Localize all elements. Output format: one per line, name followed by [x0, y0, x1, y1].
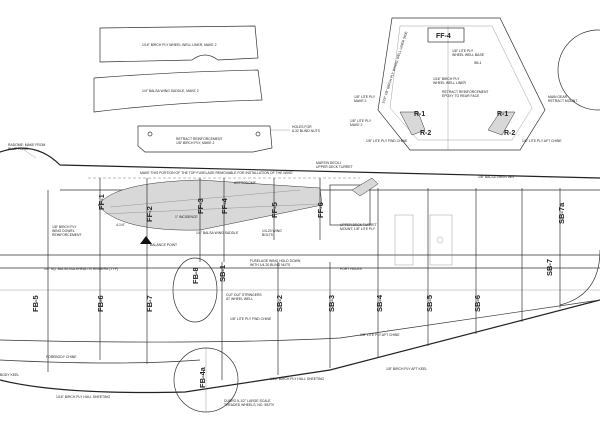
svg-text:FB-8: FB-8 — [191, 267, 200, 284]
svg-text:1/16" 1/8" BIRCH PLY WHEEL WEL: 1/16" 1/8" BIRCH PLY WHEEL WELL LINER SI… — [381, 30, 408, 104]
svg-text:FB-6: FB-6 — [96, 295, 105, 312]
svg-text:1/8" LITE PLY AFT CHINE: 1/8" LITE PLY AFT CHINE — [360, 333, 400, 337]
svg-text:ASTRODOME: ASTRODOME — [234, 181, 257, 185]
svg-text:R-2: R-2 — [420, 130, 431, 137]
bulkheads — [47, 178, 561, 380]
svg-text:FF-2: FF-2 — [145, 206, 154, 222]
svg-text:1" INCIDENCE: 1" INCIDENCE — [175, 215, 198, 219]
svg-text:1/4" SQ. BALSA BULKHEAD STRING: 1/4" SQ. BALSA BULKHEAD STRINGERS (TYP) — [44, 267, 118, 271]
svg-text:SB-6: SB-6 — [473, 295, 482, 312]
svg-text:BODY KEEL: BODY KEEL — [0, 373, 19, 377]
svg-text:FF-3: FF-3 — [196, 198, 205, 214]
svg-text:FB-7: FB-7 — [145, 295, 154, 312]
svg-text:SB-5: SB-5 — [425, 295, 434, 312]
svg-text:1/16" BIRCH PLY WHEEL WELL LIN: 1/16" BIRCH PLY WHEEL WELL LINER, MAKE 2 — [142, 43, 217, 47]
svg-text:1/4" BALSA WING SADDLE, MAKE 2: 1/4" BALSA WING SADDLE, MAKE 2 — [142, 89, 199, 93]
svg-text:PORT HOLES: PORT HOLES — [340, 267, 362, 271]
wing-saddle-part: 1/4" BALSA WING SADDLE, MAKE 2 — [93, 69, 263, 113]
station-labels-top: FF-1 FF-2 FF-3 FF-4 FF-5 FF-6 — [97, 194, 325, 222]
svg-text:FF-4: FF-4 — [436, 33, 451, 40]
wing-saddle-airfoil — [97, 179, 323, 231]
svg-text:SB-1: SB-1 — [474, 61, 482, 65]
svg-text:SB-7a: SB-7a — [557, 202, 566, 224]
svg-text:FF-1: FF-1 — [97, 194, 106, 210]
svg-text:4-1/4": 4-1/4" — [116, 223, 126, 227]
turret-area — [329, 177, 453, 266]
svg-text:1/16" BIRCH PLY HULL SHEETING: 1/16" BIRCH PLY HULL SHEETING — [270, 377, 324, 381]
svg-text:1/8" LITE PLY FWD CHINE: 1/8" LITE PLY FWD CHINE — [230, 317, 272, 321]
svg-text:FB-5: FB-5 — [31, 295, 40, 312]
svg-text:FB-4a: FB-4a — [198, 366, 207, 388]
svg-text:1/4" BALSA WING SADDLE: 1/4" BALSA WING SADDLE — [196, 231, 239, 235]
svg-text:BALANCE POINT: BALANCE POINT — [150, 243, 177, 247]
svg-text:R-2: R-2 — [504, 130, 515, 137]
svg-text:SB-7: SB-7 — [545, 259, 554, 276]
svg-text:MAKE THIS PORTION OF THE TOP F: MAKE THIS PORTION OF THE TOP FUSELAGE RE… — [140, 171, 293, 175]
svg-text:SB-2: SB-2 — [275, 295, 284, 312]
svg-text:FF-4: FF-4 — [220, 197, 229, 214]
svg-text:FF-6: FF-6 — [316, 202, 325, 218]
svg-text:FOREBODY CHINE: FOREBODY CHINE — [46, 355, 77, 359]
wheel-well-liner-part: 1/16" BIRCH PLY WHEEL WELL LINER, MAKE 2 — [99, 25, 259, 63]
svg-text:SB-1: SB-1 — [218, 265, 227, 282]
wheel-circle-lower — [173, 347, 239, 413]
balance-point-marker: BALANCE POINT — [140, 236, 177, 247]
svg-text:1/16" BIRCH PLY HULL SHEETING: 1/16" BIRCH PLY HULL SHEETING — [56, 395, 110, 399]
svg-text:SB-4: SB-4 — [375, 294, 384, 312]
svg-text:R-1: R-1 — [497, 111, 508, 118]
station-labels-low: FB-5 FB-6 FB-7 FB-8 SB-1 SB-2 SB-3 SB-4 … — [31, 202, 566, 388]
svg-text:R-1: R-1 — [414, 111, 425, 118]
svg-text:1/8" LITE PLY AFT CHINE: 1/8" LITE PLY AFT CHINE — [522, 139, 562, 143]
wheel-well-ellipse — [172, 257, 218, 323]
svg-text:FF-5: FF-5 — [270, 202, 279, 218]
svg-text:1/8" BIRCH PLY AFT KEEL: 1/8" BIRCH PLY AFT KEEL — [386, 367, 427, 371]
wheel-circle-top-right — [557, 29, 600, 111]
svg-text:1/8" BALSA SHEETING: 1/8" BALSA SHEETING — [478, 175, 514, 179]
svg-text:SB-3: SB-3 — [327, 295, 336, 312]
svg-text:1/8" LITE PLY FWD CHINE: 1/8" LITE PLY FWD CHINE — [366, 139, 408, 143]
